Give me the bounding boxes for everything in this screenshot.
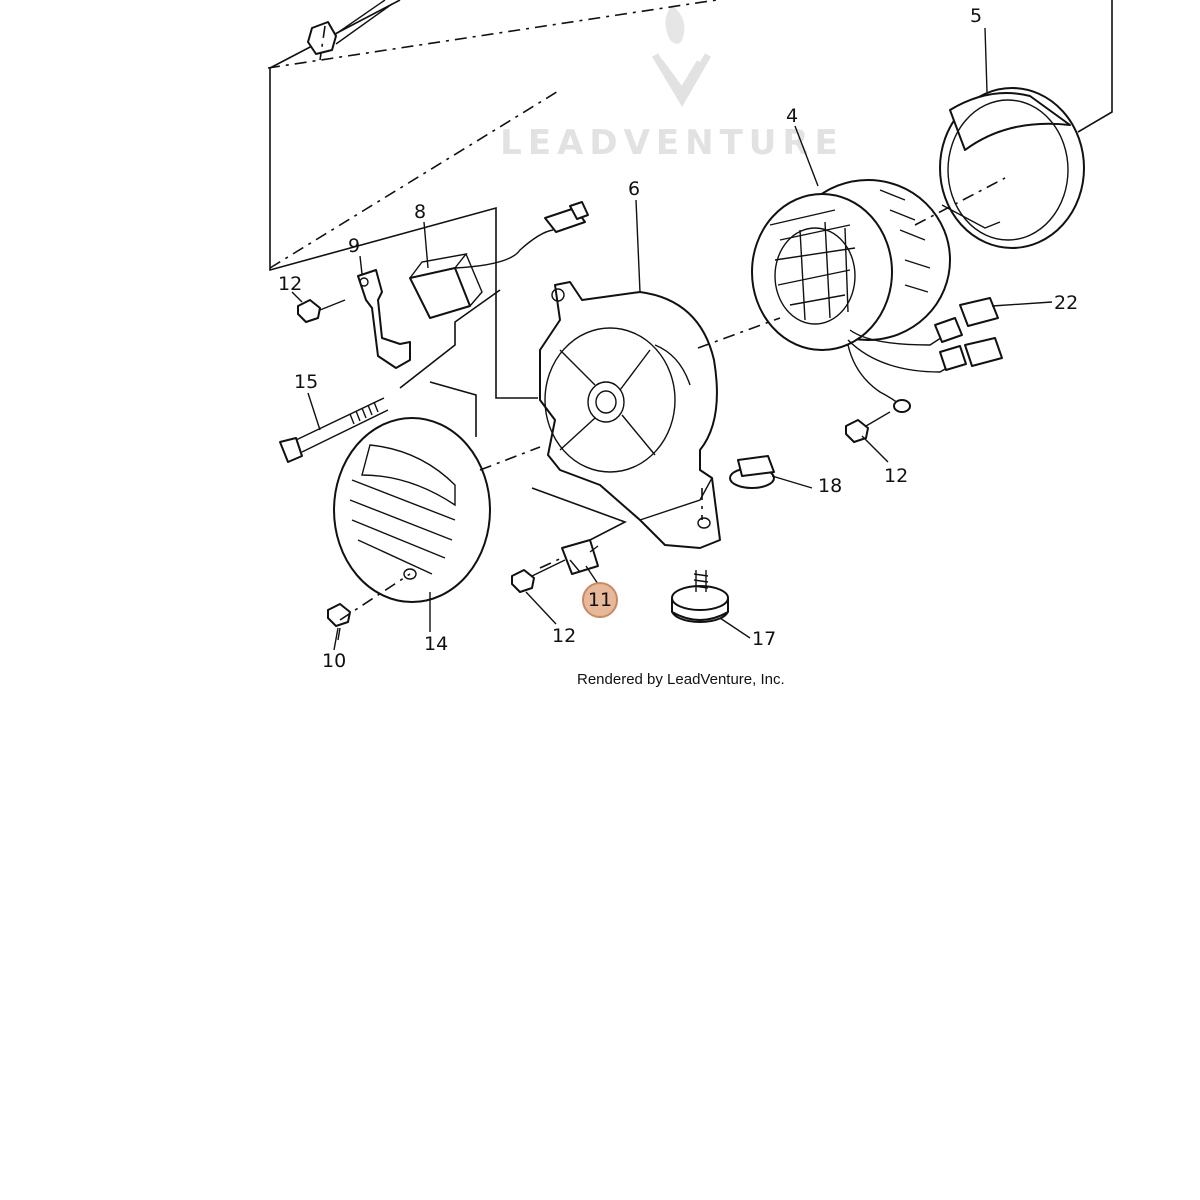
callout-4[interactable]: 4 <box>786 105 798 127</box>
part-8-block-with-lead <box>409 201 589 319</box>
callout-11-highlight[interactable] <box>582 582 618 618</box>
part-18-nut <box>729 455 775 489</box>
callout-12-left[interactable]: 12 <box>278 273 302 295</box>
part-4-stator <box>751 179 951 351</box>
leader-lines <box>291 27 1053 651</box>
watermark-logo-icon <box>651 5 712 107</box>
part-17-foot <box>671 570 729 623</box>
callout-5[interactable]: 5 <box>970 5 982 27</box>
callout-12-bottom[interactable]: 12 <box>552 625 576 647</box>
part-9-bracket <box>357 269 411 369</box>
callout-22[interactable]: 22 <box>1054 292 1078 314</box>
top-bolt <box>307 0 393 55</box>
part-15-long-bolt <box>279 397 389 463</box>
screw-12-left <box>297 299 346 323</box>
callouts: 5 4 6 8 9 12 15 22 12 18 11 12 17 14 10 <box>278 5 1078 672</box>
part-10-screw <box>327 603 351 641</box>
screw-12-right <box>845 411 891 443</box>
watermark-text: LEADVENTURE <box>500 123 844 163</box>
callout-18[interactable]: 18 <box>818 475 842 497</box>
centerlines <box>269 25 1006 621</box>
callout-14[interactable]: 14 <box>424 633 448 655</box>
callout-11[interactable]: 11 <box>588 589 612 611</box>
callout-15[interactable]: 15 <box>294 371 318 393</box>
callout-8[interactable]: 8 <box>414 201 426 223</box>
part-5-ring <box>939 87 1085 249</box>
part-14-end-cover <box>333 417 491 603</box>
part-6-housing <box>539 281 721 549</box>
part-22-connector-harness <box>847 297 1003 413</box>
render-credit: Rendered by LeadVenture, Inc. <box>577 671 785 688</box>
assembly-frame <box>267 0 1113 541</box>
part-11-switch <box>561 539 599 575</box>
callout-9[interactable]: 9 <box>348 235 360 257</box>
callout-6[interactable]: 6 <box>628 178 640 200</box>
callout-12-right[interactable]: 12 <box>884 465 908 487</box>
screw-12-bottom <box>511 559 566 593</box>
callout-10[interactable]: 10 <box>322 650 346 672</box>
callout-17[interactable]: 17 <box>752 628 776 650</box>
watermark: LEADVENTURE <box>500 5 844 163</box>
